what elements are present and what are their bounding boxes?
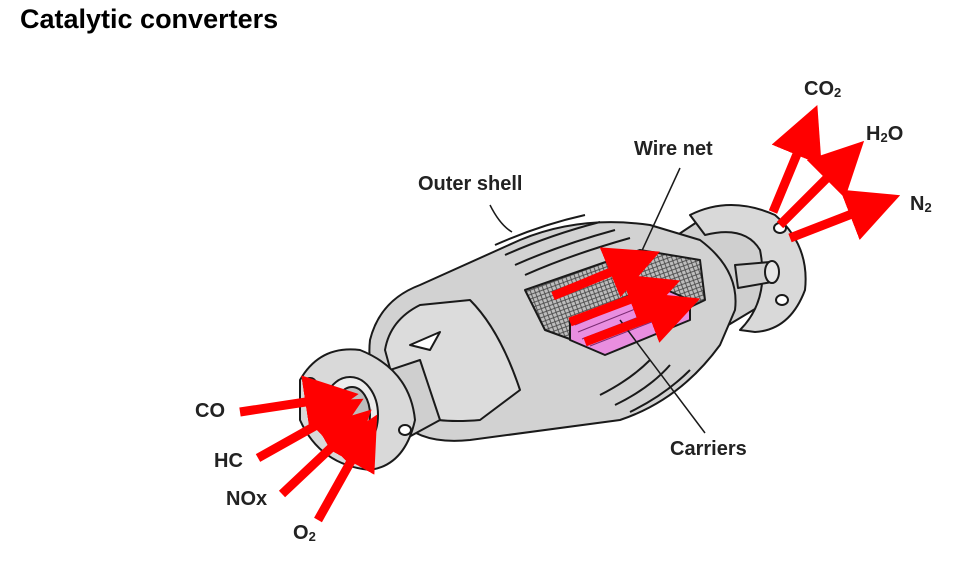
carriers-label: Carriers — [670, 438, 747, 460]
output-arrow-n2 — [788, 189, 901, 243]
carriers-leader — [619, 319, 706, 434]
input-arrow-o2 — [314, 414, 378, 523]
internal-arrow-1 — [551, 247, 660, 301]
wire-net-leader — [639, 167, 681, 256]
output-label-h2o: H2O — [866, 123, 904, 145]
diagram-title: Catalytic converters — [20, 4, 279, 34]
outer-shell-leader — [489, 204, 513, 233]
flow-arrows — [239, 105, 901, 523]
output-arrow-co2 — [768, 105, 822, 214]
output-label-co2: CO2 — [804, 78, 842, 100]
leader-lines — [489, 167, 706, 434]
outer-shell-label: Outer shell — [418, 173, 523, 195]
input-label-co: CO — [195, 400, 225, 422]
output-label-n2: N2 — [910, 193, 932, 215]
internal-arrow-3 — [583, 292, 701, 347]
input-label-hc: HC — [214, 450, 243, 472]
input-label-nox: NOx — [226, 488, 268, 510]
input-label-o2: O2 — [293, 522, 316, 544]
output-arrow-h2o — [776, 140, 865, 229]
wire-net-label: Wire net — [634, 138, 713, 160]
converter-body — [299, 204, 807, 471]
